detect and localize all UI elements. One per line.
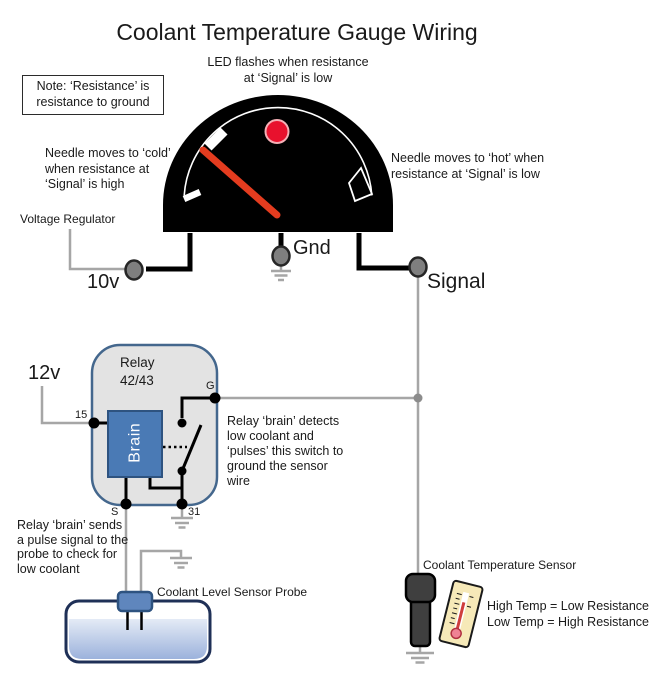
switch-contact-bottom bbox=[177, 466, 187, 476]
sensor-label: Coolant Temperature Sensor bbox=[423, 558, 577, 572]
needle-hot-note: Needle moves to ‘hot’ when resistance at… bbox=[391, 151, 545, 181]
label-10v: 10v bbox=[87, 271, 120, 293]
switch-contact-top bbox=[177, 418, 187, 428]
relay bbox=[88, 343, 221, 510]
ground-symbol-31 bbox=[171, 509, 193, 529]
cold-tick bbox=[204, 127, 228, 151]
relay-label: Relay 42/43 bbox=[120, 355, 155, 388]
gauge-connectors bbox=[124, 245, 428, 281]
gauge-needle bbox=[199, 146, 281, 219]
led-indicator bbox=[264, 119, 290, 144]
needle-cold-note: Needle moves to ‘cold’ when resistance a… bbox=[45, 146, 171, 191]
terminal-dot-15 bbox=[88, 417, 100, 429]
wire-voltage-regulator bbox=[68, 229, 126, 271]
sensor-body bbox=[409, 597, 432, 648]
terminal-dot-g bbox=[209, 392, 221, 404]
wire-10v bbox=[146, 233, 193, 272]
wire-12v bbox=[40, 386, 92, 425]
gauge-arc bbox=[183, 106, 373, 196]
terminal-g-label: G bbox=[206, 380, 215, 392]
junction-dot bbox=[413, 393, 423, 403]
coolant-liquid bbox=[69, 619, 207, 659]
temperature-gauge bbox=[163, 95, 393, 232]
terminal-s-label: S bbox=[111, 506, 119, 518]
probe-label: Coolant Level Sensor Probe bbox=[157, 585, 308, 599]
connector-gnd bbox=[271, 245, 291, 267]
label-signal: Signal bbox=[427, 270, 486, 293]
relay-sends-note: Relay ‘brain’ sends a pulse signal to th… bbox=[17, 518, 129, 576]
cold-end-tick bbox=[182, 189, 202, 202]
page-title: Coolant Temperature Gauge Wiring bbox=[116, 19, 478, 45]
thermometer-icon bbox=[438, 579, 484, 649]
relay-switch bbox=[180, 424, 203, 472]
sensor-probe bbox=[116, 590, 154, 613]
coolant-temperature-sensor bbox=[404, 572, 437, 648]
led-note: LED flashes when resistance at ‘Signal’ … bbox=[207, 55, 369, 85]
ground-symbols bbox=[170, 264, 434, 664]
label-gnd: Gnd bbox=[293, 237, 331, 259]
label-12v: 12v bbox=[28, 362, 61, 384]
brain-label: Brain bbox=[126, 422, 144, 463]
hot-tick bbox=[347, 166, 374, 203]
voltage-regulator-label: Voltage Regulator bbox=[20, 212, 116, 226]
wire-probe-ground bbox=[139, 549, 183, 592]
relay-terminal-dots bbox=[88, 392, 221, 510]
connector-signal bbox=[408, 256, 428, 278]
note-box: Note: ‘Resistance’ is resistance to grou… bbox=[22, 75, 164, 115]
ground-symbol-sensor bbox=[406, 646, 434, 664]
terminal-dot-31 bbox=[176, 498, 188, 510]
terminal-dot-s bbox=[120, 498, 132, 510]
wire-signal bbox=[356, 233, 409, 271]
terminal-15-label: 15 bbox=[75, 409, 88, 421]
brain-box bbox=[107, 410, 163, 478]
temp-resistance-note: High Temp = Low Resistance Low Temp = Hi… bbox=[487, 599, 650, 629]
relay-detects-note: Relay ‘brain’ detects low coolant and ‘p… bbox=[227, 414, 344, 488]
terminal-31-label: 31 bbox=[188, 506, 201, 518]
connector-10v bbox=[124, 259, 144, 281]
gray-wires bbox=[40, 229, 420, 592]
ground-symbol-gnd bbox=[271, 264, 291, 282]
coolant-tank bbox=[64, 590, 212, 664]
ground-symbol-probe bbox=[170, 556, 192, 569]
sensor-cap bbox=[404, 572, 437, 604]
